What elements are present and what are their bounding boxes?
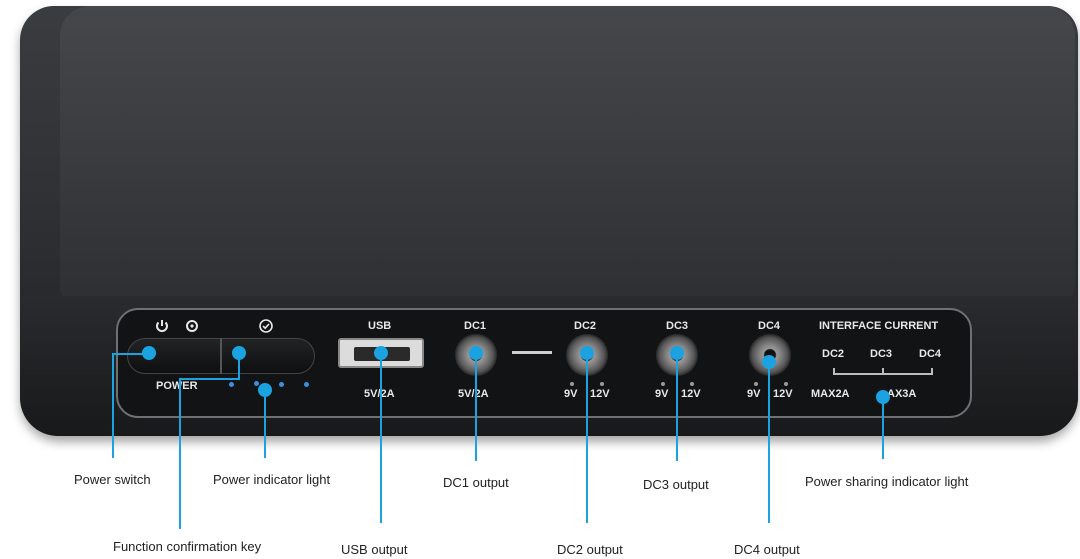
dc1-dc2-separator bbox=[512, 351, 552, 354]
callout-line-dc4 bbox=[768, 362, 770, 523]
dc4-12v-led bbox=[784, 382, 788, 386]
share-dc2-label: DC2 bbox=[822, 348, 845, 360]
dc3-9v-label: 9V bbox=[655, 388, 669, 400]
sharing-tick-dc4 bbox=[931, 368, 933, 375]
rocker-divider bbox=[220, 338, 222, 374]
dc3-12v-led bbox=[690, 382, 694, 386]
power-led-3 bbox=[279, 382, 284, 387]
device-top-surface bbox=[60, 6, 1075, 306]
power-led-2 bbox=[254, 381, 259, 386]
sharing-tick-dc3 bbox=[882, 368, 884, 375]
power-led-4 bbox=[304, 382, 309, 387]
function-icon bbox=[184, 318, 200, 337]
dc1-rating: 5V/2A bbox=[458, 388, 489, 400]
callout-line-function-key-v1 bbox=[238, 353, 240, 379]
dc2-9v-label: 9V bbox=[564, 388, 578, 400]
dc4-12v-label: 12V bbox=[773, 388, 793, 400]
dc2-label: DC2 bbox=[574, 320, 597, 332]
callout-function-confirmation-key: Function confirmation key bbox=[113, 539, 262, 554]
callout-line-power-switch-h bbox=[113, 353, 149, 355]
callout-line-dc1 bbox=[475, 353, 477, 461]
callout-line-power-switch-v bbox=[112, 353, 114, 458]
callout-dc3-output: DC3 output bbox=[643, 477, 709, 492]
share-dc4-label: DC4 bbox=[919, 348, 942, 360]
check-icon bbox=[258, 318, 274, 337]
dc3-9v-led bbox=[661, 382, 665, 386]
dc4-9v-label: 9V bbox=[747, 388, 761, 400]
dc2-12v-led bbox=[600, 382, 604, 386]
dc3-12v-label: 12V bbox=[681, 388, 701, 400]
callout-power-switch: Power switch bbox=[74, 472, 151, 487]
power-icon bbox=[154, 318, 170, 337]
callout-power-sharing-indicator-light: Power sharing indicator light bbox=[805, 474, 969, 489]
power-led-1 bbox=[229, 382, 234, 387]
usb-label: USB bbox=[368, 320, 392, 332]
power-label: POWER bbox=[156, 380, 198, 392]
dc2-9v-led bbox=[570, 382, 574, 386]
callout-dc4-output: DC4 output bbox=[734, 542, 800, 557]
callout-dc1-output: DC1 output bbox=[443, 475, 509, 490]
dc3-label: DC3 bbox=[666, 320, 689, 332]
callout-power-indicator-light: Power indicator light bbox=[213, 472, 331, 487]
dc4-label: DC4 bbox=[758, 320, 781, 332]
callout-line-function-key-h bbox=[179, 378, 240, 380]
callout-line-dc2 bbox=[586, 353, 588, 523]
callout-line-function-key-v2 bbox=[179, 378, 181, 529]
interface-current-label: INTERFACE CURRENT bbox=[819, 320, 939, 332]
sharing-tick-dc2 bbox=[833, 368, 835, 375]
callout-line-sharing bbox=[882, 397, 884, 459]
callout-dc2-output: DC2 output bbox=[557, 542, 623, 557]
dc4-9v-led bbox=[754, 382, 758, 386]
share-dc3-label: DC3 bbox=[870, 348, 893, 360]
callout-line-power-indicator bbox=[264, 390, 266, 458]
callout-line-usb bbox=[380, 353, 382, 523]
dc2-12v-label: 12V bbox=[590, 388, 610, 400]
dc1-label: DC1 bbox=[464, 320, 487, 332]
usb-rating: 5V/2A bbox=[364, 388, 395, 400]
callout-dot-power-switch bbox=[142, 346, 156, 360]
callout-line-dc3 bbox=[676, 353, 678, 461]
callout-usb-output: USB output bbox=[341, 542, 408, 557]
max3a-label: AX3A bbox=[887, 388, 917, 400]
max2a-label: MAX2A bbox=[811, 388, 850, 400]
